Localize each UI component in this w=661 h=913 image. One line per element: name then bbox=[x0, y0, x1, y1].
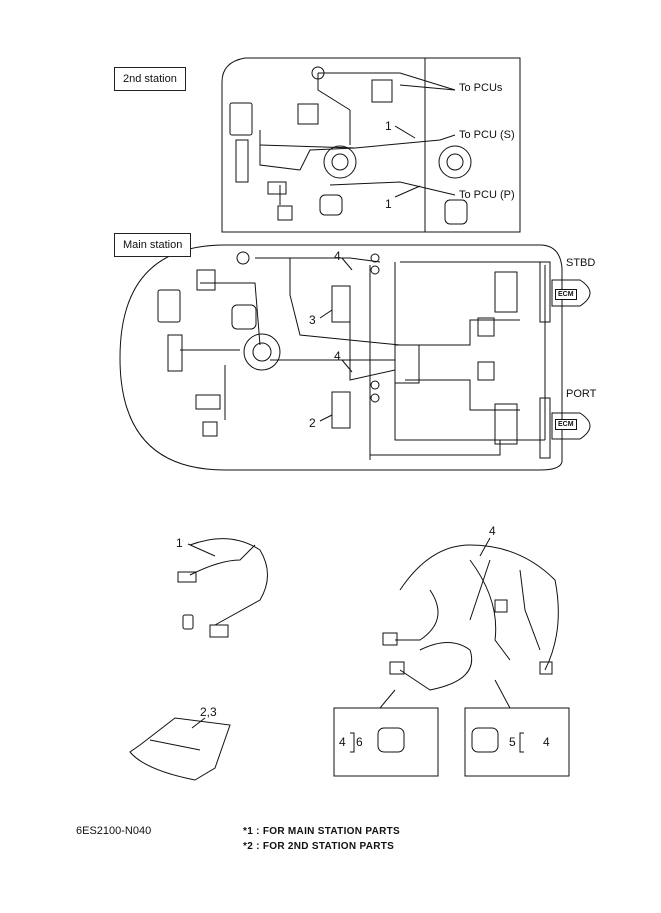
ref-1-part: 1 bbox=[176, 536, 183, 550]
ref-4-upper: 4 bbox=[334, 249, 341, 263]
ref-4-detail-right: 4 bbox=[543, 735, 550, 749]
main-station-hull bbox=[119, 244, 563, 471]
ref-5-detail: 5 bbox=[509, 735, 516, 749]
second-station-label: 2nd station bbox=[114, 67, 186, 91]
ref-3: 3 bbox=[309, 313, 316, 327]
harness-1 bbox=[189, 538, 268, 626]
note-2nd-station: *2 : FOR 2ND STATION PARTS bbox=[243, 841, 395, 852]
footer-notes: *1 : FOR MAIN STATION PARTS *2 : FOR 2ND… bbox=[243, 824, 400, 854]
port-label: PORT bbox=[566, 388, 597, 400]
detail-box-5 bbox=[464, 707, 570, 777]
ref-1-upper: 1 bbox=[385, 119, 392, 133]
ref-1-lower: 1 bbox=[385, 197, 392, 211]
note-main-station: *1 : FOR MAIN STATION PARTS bbox=[243, 826, 400, 837]
port-engine-outline bbox=[551, 412, 591, 440]
controller-part bbox=[129, 717, 231, 781]
ref-4-lower: 4 bbox=[334, 349, 341, 363]
ref-4-part: 4 bbox=[489, 524, 496, 538]
to-pcu-s-label: To PCU (S) bbox=[459, 129, 515, 141]
stbd-ecm-label: ECM bbox=[555, 289, 577, 300]
ref-4-detail-left: 4 bbox=[339, 735, 346, 749]
to-pcu-p-label: To PCU (P) bbox=[459, 189, 515, 201]
detail-box-6 bbox=[333, 707, 439, 777]
to-pcus-label: To PCUs bbox=[459, 82, 503, 94]
main-station-label: Main station bbox=[114, 233, 192, 257]
second-station-outline bbox=[221, 57, 521, 233]
ref-6-detail: 6 bbox=[356, 735, 363, 749]
ref-2-3-part: 2,3 bbox=[200, 705, 217, 719]
stbd-label: STBD bbox=[566, 257, 596, 269]
diagram-code: 6ES2100-N040 bbox=[76, 825, 152, 837]
port-ecm-label: ECM bbox=[555, 419, 577, 430]
ref-2: 2 bbox=[309, 416, 316, 430]
harness-4 bbox=[399, 544, 559, 671]
stbd-engine-outline bbox=[551, 279, 591, 307]
